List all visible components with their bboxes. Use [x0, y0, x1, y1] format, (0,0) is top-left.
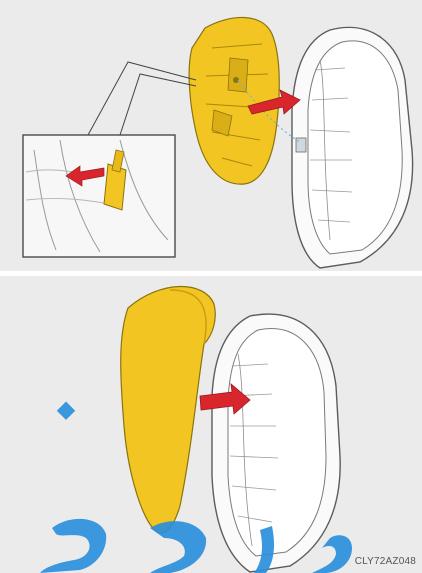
step-1-illustration — [0, 0, 422, 271]
step-1-panel — [0, 0, 422, 271]
step-2-panel: CLY72AZ048 — [0, 276, 422, 573]
step-2-illustration — [0, 276, 422, 573]
mirror-housing-step-2 — [212, 314, 340, 572]
mirror-housing — [292, 27, 413, 268]
figure-code-label: CLY72AZ048 — [355, 556, 416, 567]
mirror-cover — [189, 17, 279, 184]
detail-inset — [23, 135, 175, 257]
callout-lines — [88, 62, 196, 135]
